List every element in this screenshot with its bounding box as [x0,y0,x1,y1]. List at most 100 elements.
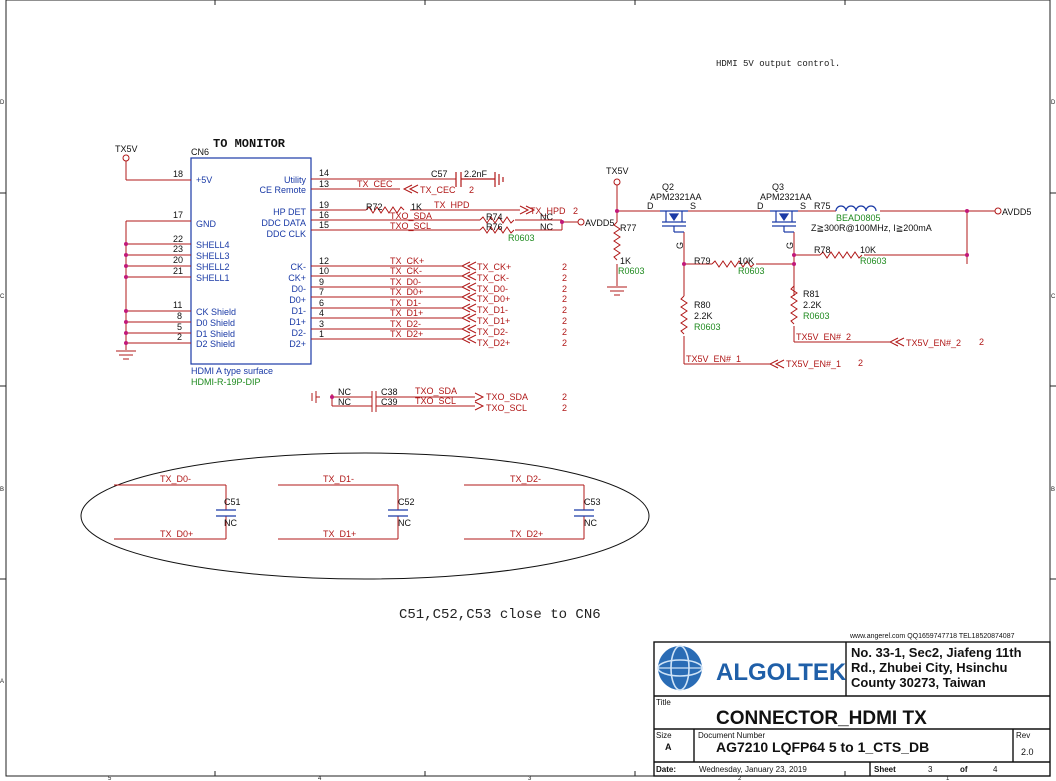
ground-symbol-r77 [607,286,627,296]
offpage-arrow-en2 [888,337,905,347]
border-letter-a-left: A [0,679,4,685]
diff-sheet-ref-5: 2 [562,305,567,315]
hpd-sheet-ref: 2 [573,206,578,216]
cec-sheet-ref: 2 [469,185,474,195]
pin-label-ck-shield: CK Shield [196,307,236,317]
pin-num-16: 16 [319,210,329,220]
pin-label-d1-plus: D1+ [289,317,306,327]
sheet-label: Sheet [874,765,896,774]
net-tx-d2-minus-right: TX_D2- [477,327,508,337]
pin-label-d0-plus: D0+ [289,295,306,305]
offpage-arrows-diff [460,261,477,344]
q2-d-pin: D [647,201,654,211]
q2-g-pin: G [675,242,685,249]
border-num-4: 4 [318,776,322,781]
border-letter-d-right: D [1051,100,1056,106]
pin-label-shell1: SHELL1 [196,273,230,283]
r74-ref: R74 [486,212,503,222]
pin-label-ce-remote: CE Remote [259,185,306,195]
pin-num-15: 15 [319,220,329,230]
pin-label-shell2: SHELL2 [196,262,230,272]
net-tx-hpd-right: TX_HPD [530,206,566,216]
c51-circuit [114,484,227,540]
net-txo-scl-right: TXO_SCL [486,403,527,413]
border-letter-d-left: D [0,100,5,106]
r76-ref: R76 [486,222,503,232]
net-en2-left: TX5V_EN#_2 [796,332,851,342]
address-line-3: County 30273, Taiwan [851,675,986,690]
r77-resistor [613,221,621,261]
pin-label-shell3: SHELL3 [196,251,230,261]
net-tx-cec-left: TX_CEC [357,179,393,189]
c38-c39-caps [311,391,475,412]
c57-value: 2.2nF [464,169,488,179]
q3-part: APM2321AA [760,192,812,202]
pin-num-8: 8 [177,311,182,321]
note-power-control: HDMI 5V output control. [716,59,840,69]
border-letter-c-left: C [0,294,5,300]
offpage-arrow-scl [474,401,485,411]
pin-num-9: 9 [319,277,324,287]
tx5v-right-label: TX5V [606,166,629,176]
connector-title: TO MONITOR [213,137,286,151]
offpage-arrow-hpd [519,205,536,215]
c52-net-bot: TX_D1+ [323,529,356,539]
net-tx-cec-right: TX_CEC [420,185,456,195]
border-num-5: 5 [108,776,112,781]
pin-label-d1-shield: D1 Shield [196,329,235,339]
docnum-label: Document Number [698,731,765,740]
c53-value: NC [584,518,597,528]
size-label: Size [656,731,672,740]
offpage-arrow-cec [402,184,419,194]
r81-footprint: R0603 [803,311,830,321]
pin-label-5v: +5V [196,175,212,185]
q2-part: APM2321AA [650,192,702,202]
avdd5-mid-junction [560,220,564,224]
address-line-1: No. 33-1, Sec2, Jiafeng 11th [851,645,1022,660]
c53-circuit [464,484,585,540]
q2-s-pin: S [690,201,696,211]
net-txo-scl-mid: TXO_SCL [415,396,456,406]
net-tx-d2-minus-left: TX_D2- [390,319,421,329]
diff-sheet-ref-2: 2 [562,273,567,283]
r76-value: NC [540,222,553,232]
r78-value: 10K [860,245,876,255]
diff-sheet-ref-4: 2 [562,294,567,304]
power-junctions [615,209,969,266]
border-letter-b-right: B [1051,487,1055,493]
c38-value: NC [338,387,351,397]
net-tx-d1-plus-left: TX_D1+ [390,308,423,318]
r79-value: 10K [738,256,754,266]
connector-left-pin-lines [125,158,191,350]
tx5v-right-terminal [613,178,621,186]
c38-ref: C38 [381,387,398,397]
sheet-border [5,0,1051,777]
pin-label-ck-minus: CK- [291,262,307,272]
pin-num-6: 6 [319,298,324,308]
r80-resistor [680,295,688,335]
pin-num-20: 20 [173,255,183,265]
document-title: CONNECTOR_HDMI TX [716,708,927,729]
pin-num-14: 14 [319,168,329,178]
pin-label-shell4: SHELL4 [196,240,230,250]
c52-value: NC [398,518,411,528]
net-tx-d1-minus-left: TX_D1- [390,298,421,308]
net-tx-d1-minus-right: TX_D1- [477,305,508,315]
c53-net-bot: TX_D2+ [510,529,543,539]
pin-label-d1-minus: D1- [291,306,306,316]
border-num-2: 2 [738,776,742,781]
c51-net-top: TX_D0- [160,474,191,484]
date-value: Wednesday, January 23, 2019 [699,765,807,774]
pin-num-22: 22 [173,234,183,244]
pin-num-13: 13 [319,179,329,189]
c53-net-top: TX_D2- [510,474,541,484]
total-sheets: 4 [993,765,998,774]
pin-label-d0-shield: D0 Shield [196,318,235,328]
avdd5-mid-label: AVDD5 [585,218,614,228]
pin-num-7: 7 [319,287,324,297]
c38-junction [330,395,334,399]
pin-num-1: 1 [319,329,324,339]
c52-net-top: TX_D1- [323,474,354,484]
r74-value: NC [540,212,553,222]
net-en2-right: TX5V_EN#_2 [906,338,961,348]
